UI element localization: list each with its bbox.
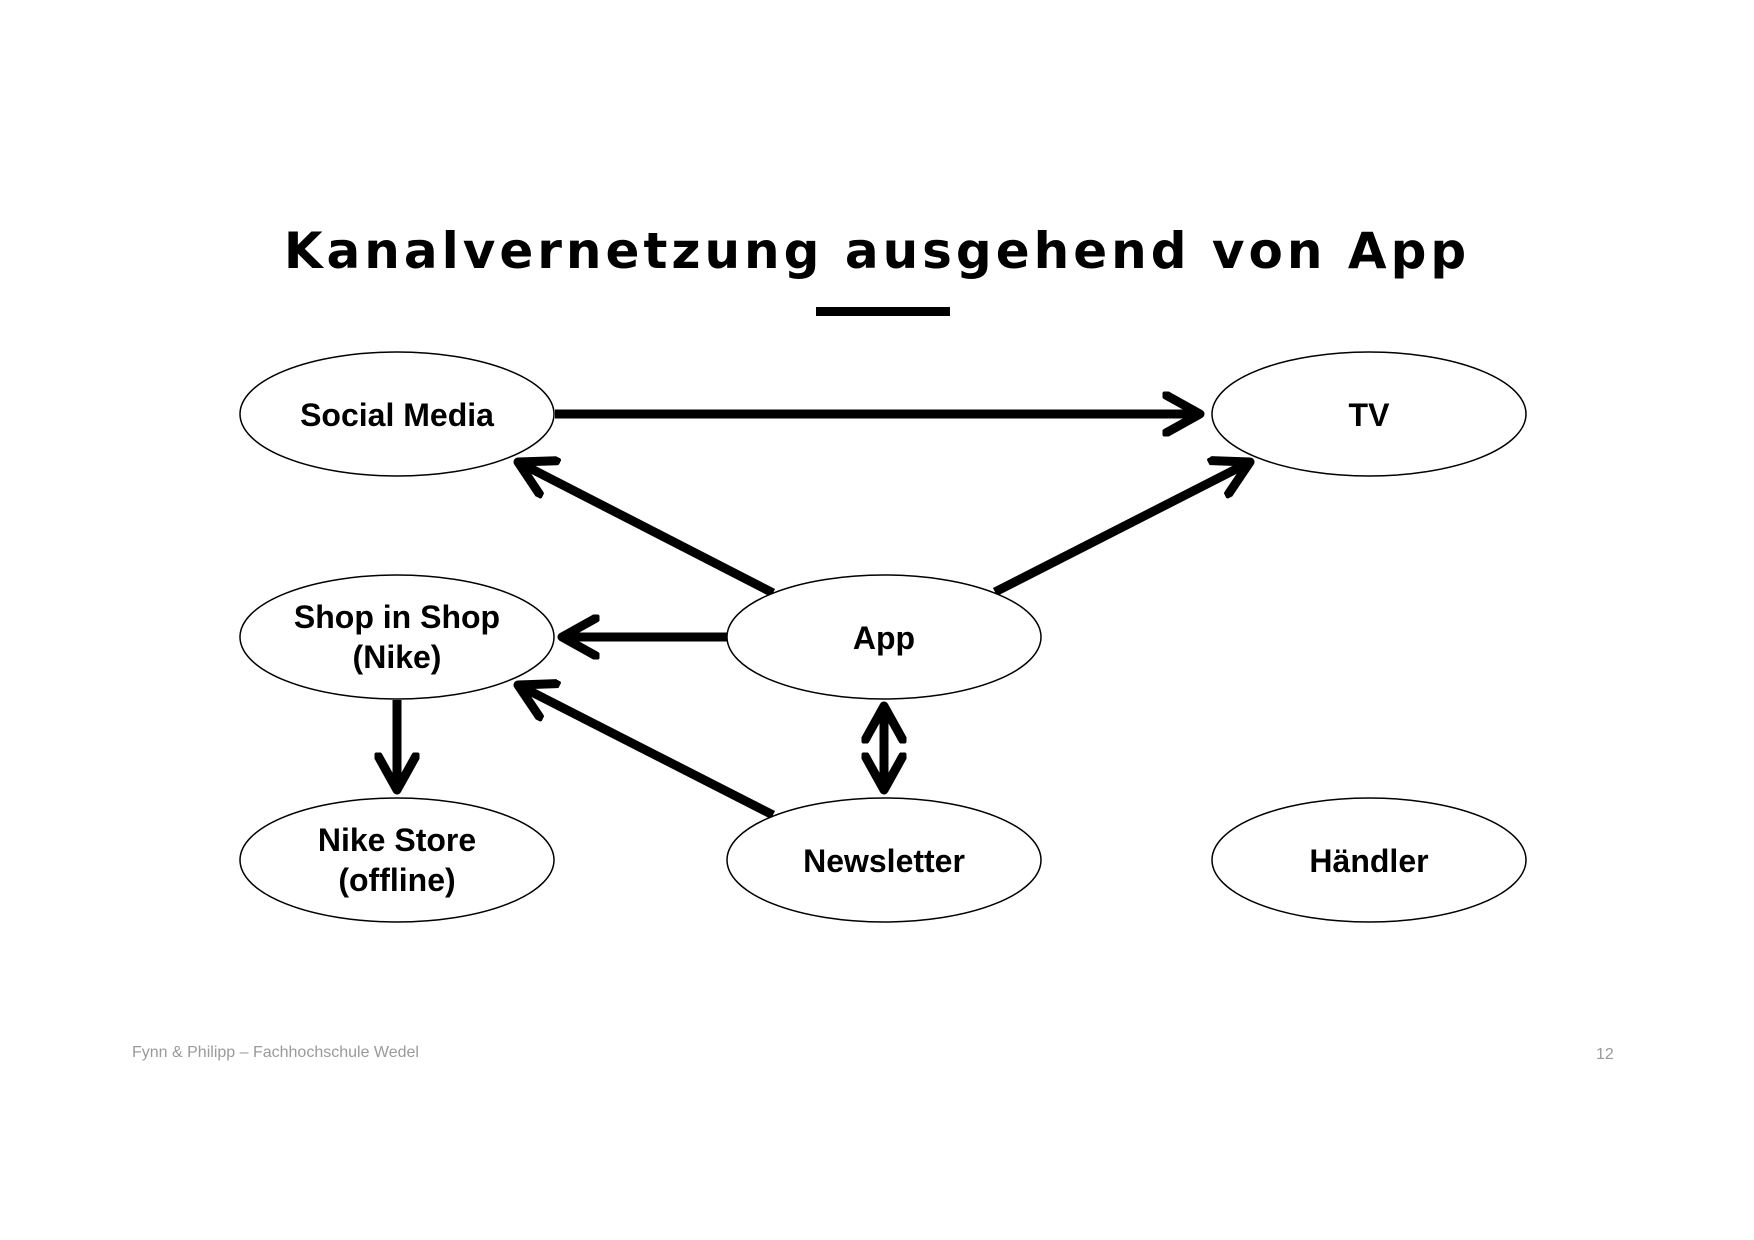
edge-app-tv	[992, 462, 1250, 597]
title-underline	[816, 307, 950, 316]
node-label: TV	[1349, 397, 1391, 433]
node-label: Social Media	[300, 397, 494, 433]
node-label-line2: (offline)	[338, 862, 455, 898]
node-label: App	[853, 620, 915, 656]
node-shop-in-shop: Shop in Shop (Nike)	[239, 574, 555, 700]
node-social-media: Social Media	[239, 351, 555, 477]
node-label-line2: (Nike)	[353, 639, 442, 675]
footer-authors: Fynn & Philipp – Fachhochschule Wedel	[132, 1044, 419, 1061]
node-label: Händler	[1309, 843, 1428, 879]
node-haendler: Händler	[1211, 797, 1527, 923]
node-app: App	[726, 574, 1042, 700]
node-nike-store: Nike Store (offline)	[239, 797, 555, 923]
node-tv: TV	[1211, 351, 1527, 477]
node-label-line1: Shop in Shop	[294, 599, 500, 635]
node-label: Newsletter	[803, 843, 965, 879]
edge-newsletter-shopinshop	[518, 685, 776, 820]
slide-title: Kanalvernetzung ausgehend von App	[283, 222, 1471, 280]
node-label-line1: Nike Store	[318, 822, 476, 858]
node-newsletter: Newsletter	[726, 797, 1042, 923]
footer-page-number: 12	[1596, 1046, 1614, 1063]
edge-app-socialmedia	[518, 462, 776, 598]
